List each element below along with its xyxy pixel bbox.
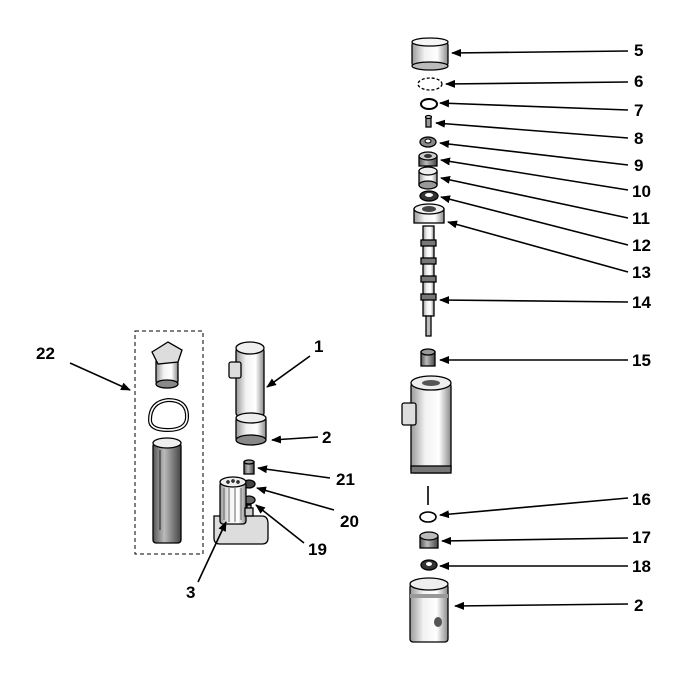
part-3-motor-base: [213, 476, 269, 545]
part-5-cap: [411, 37, 449, 71]
callout-19: 19: [308, 540, 327, 559]
callout-6: 6: [634, 72, 643, 91]
callout-11: 11: [632, 209, 650, 228]
leader-arrows: [69, 48, 629, 610]
part-21-fitting: [243, 459, 255, 475]
callout-9: 9: [634, 156, 643, 175]
part-2-base-right: [409, 577, 449, 643]
center-assembly: [213, 341, 269, 545]
callout-22: 22: [36, 344, 55, 363]
kit-tube: [152, 437, 182, 544]
main-housing: [401, 375, 452, 505]
part-16-ring: [419, 511, 437, 523]
callout-15: 15: [632, 351, 651, 370]
callout-5: 5: [634, 41, 643, 60]
part-12-seal: [419, 190, 439, 202]
part-11-sleeve: [418, 166, 438, 190]
right-parts-stack: [401, 37, 452, 643]
part-8-pin: [424, 114, 433, 128]
callout-20: 20: [340, 512, 359, 531]
part-2-base-left: [235, 412, 267, 446]
part-9-washer: [419, 136, 437, 148]
callout-labels: 5 6 7 8 9 10 11 12 13 14 15 16 17 18 2 1…: [36, 41, 651, 615]
callout-12: 12: [632, 236, 651, 255]
part-15-fitting: [420, 348, 436, 367]
part-7-o-ring: [420, 98, 438, 110]
callout-10: 10: [632, 182, 651, 201]
callout-21: 21: [336, 470, 355, 489]
part-13-nut: [413, 203, 445, 224]
part-18-seal: [420, 559, 438, 571]
callout-18: 18: [632, 557, 651, 576]
part-17-bushing: [419, 531, 439, 549]
callout-14: 14: [632, 293, 651, 312]
callout-2-left: 2: [322, 428, 331, 447]
callout-3: 3: [186, 583, 195, 602]
callout-16: 16: [632, 490, 651, 509]
part-14-shaft: [420, 225, 437, 337]
callout-2-right: 2: [634, 596, 643, 615]
callout-1: 1: [314, 337, 323, 356]
callout-7: 7: [634, 101, 643, 120]
callout-13: 13: [632, 263, 651, 282]
kit-nozzle: [151, 341, 183, 389]
part-1-upper-body: [228, 341, 265, 417]
part-10-bushing: [418, 151, 438, 167]
part-22-kit: [134, 330, 204, 555]
callout-8: 8: [634, 129, 643, 148]
callout-17: 17: [632, 528, 651, 547]
part-6-gasket: [417, 77, 443, 91]
